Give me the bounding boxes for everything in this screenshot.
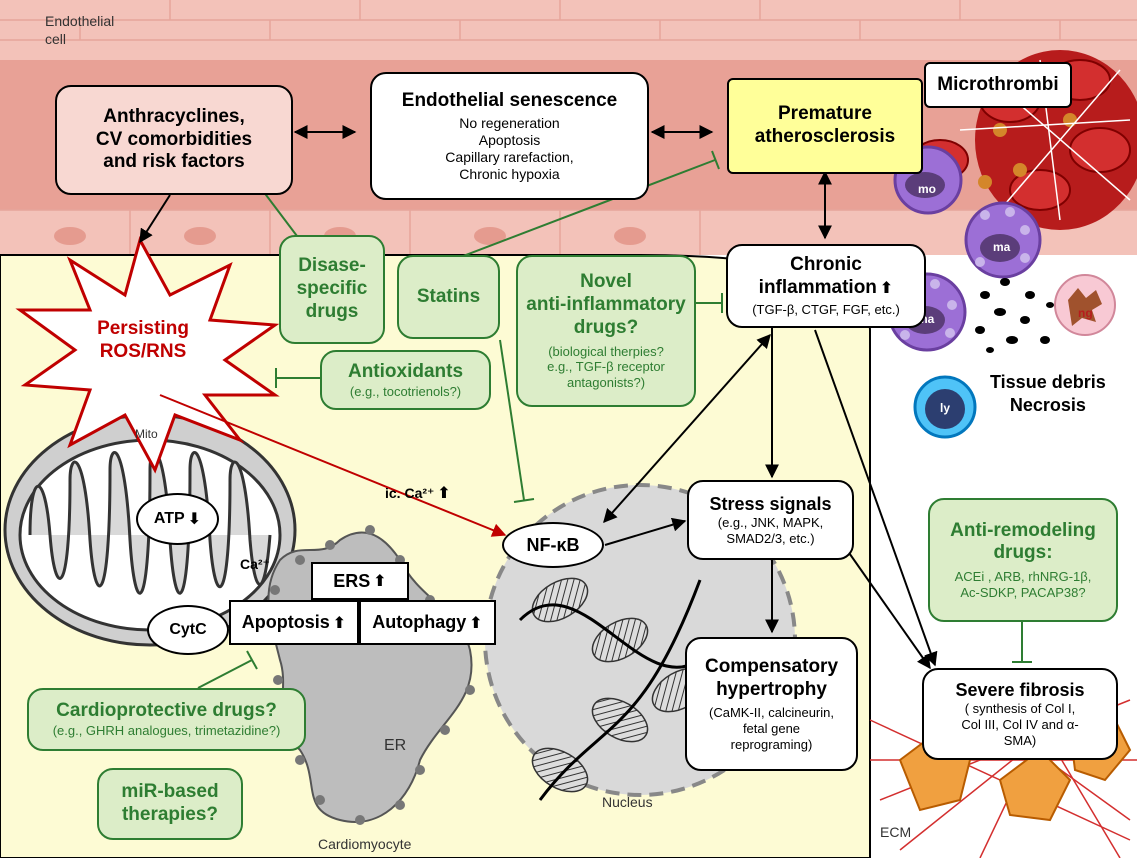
premature-text: Premature atherosclerosis [754, 103, 896, 147]
fibrosis-title: Severe fibrosis [955, 679, 1085, 700]
chronic-title: Chronic inflammation [759, 254, 894, 300]
atp-node: ATP [136, 493, 219, 545]
endothelial-senescence-box: Endothelial senescence No regeneration A… [370, 72, 649, 200]
endothelial-cell-label: Endothelial cell [45, 13, 115, 48]
anthracyclines-box: Anthracyclines, CV comorbidities and ris… [55, 85, 293, 195]
stress-signals-box: Stress signals (e.g., JNK, MAPK, SMAD2/3… [687, 480, 854, 560]
mito-label: Mito [135, 427, 158, 441]
disease-specific-text: Disase- specific drugs [296, 255, 368, 322]
ca2-label: Ca²⁺ [240, 556, 270, 572]
novel-title: Novel anti-inflammatory drugs? [526, 271, 686, 338]
severe-fibrosis-box: Severe fibrosis ( synthesis of Col I, Co… [922, 668, 1118, 760]
cardiomyocyte-label: Cardiomyocyte [318, 836, 412, 852]
lymphocyte-cell [913, 375, 977, 439]
disease-specific-drugs-box: Disase- specific drugs [279, 235, 385, 344]
debris-dots [975, 278, 1054, 353]
stress-body: (e.g., JNK, MAPK, SMAD2/3, etc.) [717, 515, 824, 546]
antioxidants-body: (e.g., tocotrienols?) [349, 383, 462, 399]
premature-atherosclerosis-box: Premature atherosclerosis [727, 78, 923, 174]
cardio-title: Cardioprotective drugs? [56, 700, 277, 722]
anti-body: ACEi , ARB, rhNRG-1β, Ac-SDKP, PACAP38? [954, 569, 1092, 600]
ros-star [15, 236, 280, 474]
compensatory-hypertrophy-box: Compensatory hypertrophy (CaMK-II, calci… [685, 637, 858, 771]
cardioprotective-drugs-box: Cardioprotective drugs? (e.g., GHRH anal… [27, 688, 306, 751]
stress-title: Stress signals [709, 493, 832, 514]
microthrombi-text: Microthrombi [937, 73, 1059, 95]
macrophage-label-1: ma [993, 240, 1011, 254]
er-label: ER [384, 737, 407, 754]
antioxidants-title: Antioxidants [347, 360, 464, 382]
novel-body: (biological therpies? e.g., TGF-β recept… [547, 343, 665, 390]
nucleus-label: Nucleus [602, 794, 653, 810]
nfkb-node: NF-κB [502, 522, 604, 568]
statins-text: Statins [416, 285, 481, 307]
anti-title: Anti-remodeling drugs: [950, 519, 1096, 564]
comp-body: (CaMK-II, calcineurin, fetal gene reprog… [709, 705, 834, 752]
antioxidants-box: Antioxidants (e.g., tocotrienols?) [320, 350, 491, 410]
anti-remodeling-box: Anti-remodeling drugs: ACEi , ARB, rhNRG… [928, 498, 1118, 622]
autophagy-box: Autophagy [359, 600, 496, 645]
persisting-ros-text: Persisting ROS/RNS [97, 318, 189, 362]
ecm-label: ECM [880, 824, 912, 840]
mir-text: miR-based therapies? [121, 781, 219, 825]
senescence-body: No regeneration Apoptosis Capillary rare… [445, 115, 574, 182]
apoptosis-box: Apoptosis [229, 600, 359, 645]
tissue-debris-label: Tissue debris Necrosis [990, 372, 1106, 415]
macrophage-cell-1 [964, 201, 1042, 279]
cytc-node: CytC [147, 605, 229, 655]
lymphocyte-label: ly [940, 401, 951, 415]
fibrosis-body: ( synthesis of Col I, Col III, Col IV an… [961, 701, 1079, 748]
endothelium-top [0, 0, 1137, 60]
monocyte-label: mo [918, 182, 936, 196]
anthracyclines-text: Anthracyclines, CV comorbidities and ris… [95, 105, 253, 173]
neutrophil-label: ng [1078, 306, 1093, 320]
microthrombi-box: Microthrombi [924, 62, 1072, 108]
statins-box: Statins [397, 255, 500, 339]
comp-title: Compensatory hypertrophy [704, 655, 839, 700]
mir-based-therapies-box: miR-based therapies? [97, 768, 243, 840]
ers-box: ERS [311, 562, 409, 600]
chronic-body: (TGF-β, CTGF, FGF, etc.) [752, 302, 900, 317]
cardio-body: (e.g., GHRH analogues, trimetazidine?) [52, 723, 281, 739]
senescence-title: Endothelial senescence [401, 89, 618, 111]
neutrophil-cell [1054, 274, 1116, 336]
ic-ca-label: ic. Ca²⁺ [385, 483, 451, 503]
chronic-inflammation-box: Chronic inflammation (TGF-β, CTGF, FGF, … [726, 244, 926, 328]
novel-anti-inflammatory-box: Novel anti-inflammatory drugs? (biologic… [516, 255, 696, 407]
